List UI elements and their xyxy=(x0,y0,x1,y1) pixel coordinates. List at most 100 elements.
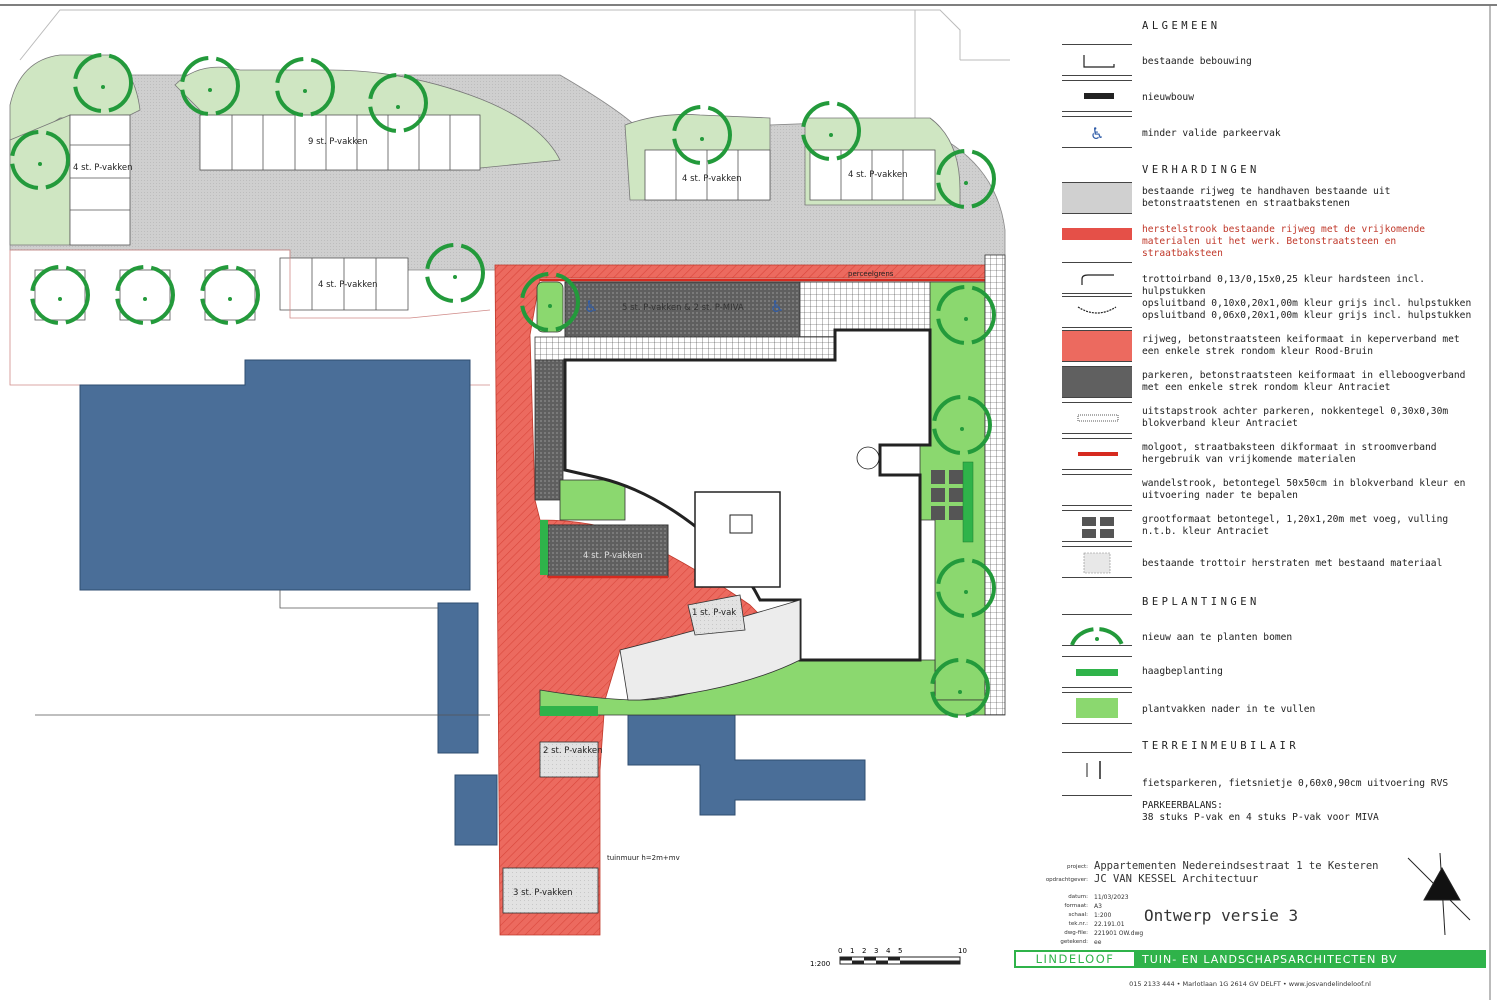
legend-row-uitstapstrook: uitstapstrook achter parkeren, nokkenteg… xyxy=(1062,402,1482,436)
parking-miva-row xyxy=(564,281,801,338)
label-p9: 9 st. P-vakken xyxy=(308,137,367,147)
legend-row-herstelstrook: herstelstrook bestaande rijweg met de vr… xyxy=(1062,224,1482,259)
tree-canopy xyxy=(930,658,990,718)
tree-trunk xyxy=(964,590,968,594)
legend-symbol-tiles xyxy=(1062,402,1132,434)
legend-row-grootformaat: grootformaat betontegel, 1,20x1,20m met … xyxy=(1062,510,1482,544)
legend-heading-verhardingen: VERHARDINGEN xyxy=(1142,164,1260,176)
legend-text: herstelstrook bestaande rijweg met de vr… xyxy=(1142,224,1426,259)
tiles-strip xyxy=(534,336,836,361)
legend: ALGEMEEN bestaande bebouwing nieuwbouw ♿… xyxy=(1062,14,1482,844)
parking-3 xyxy=(502,867,599,914)
tree-trunk xyxy=(143,297,147,301)
label-p4-center: 4 st. P-vakken xyxy=(583,551,642,561)
schaal-label: schaal: xyxy=(1068,912,1089,918)
legend-row-parkeren: parkeren, betonstraatsteen keiformaat in… xyxy=(1062,366,1482,400)
existing-buildings xyxy=(79,359,866,846)
legend-row-molgoot: molgoot, straatbaksteen dikformaat in st… xyxy=(1062,438,1482,472)
scale-ratio: 1:200 xyxy=(810,960,830,968)
tree-canopy xyxy=(936,558,996,618)
tree-trunk xyxy=(38,162,42,166)
tree-trunk xyxy=(58,297,62,301)
legend-row-bestaande-bebouwing: bestaande bebouwing xyxy=(1062,44,1482,78)
existing-outline-top xyxy=(19,9,961,61)
legend-row-bomen: nieuw aan te planten bomen xyxy=(1062,614,1482,648)
legend-text: fietsparkeren, fietsnietje 0,60x0,90cm u… xyxy=(1142,778,1449,789)
legend-row-nieuwbouw: nieuwbouw xyxy=(1062,80,1482,114)
legend-symbol-trottoir xyxy=(1062,546,1132,578)
tree-trunk xyxy=(548,304,552,308)
tree-canopy xyxy=(368,73,428,133)
tree-trunk xyxy=(829,133,833,137)
legend-text: uitstapstrook achter parkeren, nokkenteg… xyxy=(1142,406,1449,429)
scale-tick-label: 5 xyxy=(898,947,902,955)
core xyxy=(694,491,781,588)
tree-canopy xyxy=(672,105,732,165)
tree-trunk xyxy=(228,297,232,301)
legend-symbol-grootformaat xyxy=(1062,510,1132,542)
formaat-value: A3 xyxy=(1094,903,1102,910)
stair-spiral xyxy=(856,446,880,470)
legend-symbol-miva: ♿ xyxy=(1062,116,1132,148)
label-perceelgrens: perceelgrens xyxy=(848,270,894,278)
getekend-label: getekend: xyxy=(1060,939,1088,945)
tree-planters xyxy=(34,269,256,321)
label-p3: 3 st. P-vakken xyxy=(513,888,572,898)
tree-canopy xyxy=(801,101,861,161)
legend-symbol-grey xyxy=(1062,182,1132,214)
tree-canopy xyxy=(10,130,70,190)
tree-canopy xyxy=(73,53,133,113)
version-label: Ontwerp versie 3 xyxy=(1144,906,1299,925)
parking-left-column xyxy=(534,359,564,501)
lawn-small xyxy=(559,479,626,521)
legend-text: minder valide parkeervak xyxy=(1142,128,1281,139)
tree-trunk xyxy=(964,181,968,185)
legend-symbol-haag xyxy=(1062,656,1132,688)
tree-trunk xyxy=(303,89,307,93)
legend-text: haagbeplanting xyxy=(1142,666,1223,677)
legend-text: bestaande rijweg te handhaven bestaande … xyxy=(1142,186,1391,209)
grid-tiles-east xyxy=(931,470,963,520)
tree-canopy xyxy=(932,395,992,455)
tree-canopy xyxy=(115,265,175,325)
tree-canopy xyxy=(936,285,996,345)
legend-row-plantvakken: plantvakken nader in te vullen xyxy=(1062,692,1482,726)
client-name: JC VAN KESSEL Architectuur xyxy=(1094,873,1259,885)
existing-lines xyxy=(35,590,490,716)
legend-symbol-trottoirband xyxy=(1062,262,1132,294)
firm-contact: 015 2133 444 • Marlotlaan 1G 2614 GV DEL… xyxy=(1129,980,1371,988)
legend-text: plantvakken nader in te vullen xyxy=(1142,704,1316,715)
legend-symbol-red xyxy=(1062,330,1132,362)
scale-tick-label: 0 xyxy=(838,947,842,955)
legend-row-rijweg-handhaven: bestaande rijweg te handhaven bestaande … xyxy=(1062,182,1482,216)
legend-row-fietsparkeren: fietsparkeren, fietsnietje 0,60x0,90cm u… xyxy=(1062,752,1482,796)
datum-value: 11/03/2023 xyxy=(1094,894,1129,901)
label-p-miva: 5 st. P-vakken & 2 st. P-MIVA xyxy=(622,303,744,313)
legend-symbol-red-strip xyxy=(1062,228,1132,240)
legend-row-trottoir-herstraten: bestaande trottoir herstraten met bestaa… xyxy=(1062,546,1482,580)
legend-text: nieuw aan te planten bomen xyxy=(1142,632,1293,643)
existing-stalls xyxy=(69,114,936,311)
parking-2 xyxy=(539,741,599,778)
label-p1: 1 st. P-vak xyxy=(692,608,736,618)
legend-text: trottoirband 0,13/0,15x0,25 kleur hardst… xyxy=(1142,274,1426,297)
legend-text: molgoot, straatbaksteen dikformaat in st… xyxy=(1142,442,1437,465)
legend-text: bestaande trottoir herstraten met bestaa… xyxy=(1142,558,1443,569)
svg-text:♿: ♿ xyxy=(1090,124,1104,143)
project-name: Appartementen Nedereindsestraat 1 te Kes… xyxy=(1094,860,1379,872)
elevator xyxy=(729,514,753,534)
parkeerbalans-title: PARKEERBALANS: xyxy=(1142,800,1223,811)
legend-symbol-bebouwing xyxy=(1062,44,1132,76)
hedge-east xyxy=(962,461,974,543)
legend-heading-terreinmeubilair: TERREINMEUBILAIR xyxy=(1142,740,1300,752)
legend-symbol-fiets xyxy=(1062,752,1132,796)
tree-canopy xyxy=(180,56,240,116)
label-p2: 2 st. P-vakken xyxy=(543,746,602,756)
legend-heading-algemeen: ALGEMEEN xyxy=(1142,20,1221,32)
tree-canopy xyxy=(30,265,90,325)
trees-group xyxy=(10,53,996,718)
label-p4-mid: 4 st. P-vakken xyxy=(682,174,741,184)
tree-trunk xyxy=(700,137,704,141)
legend-symbol-opsluitband xyxy=(1062,296,1132,328)
